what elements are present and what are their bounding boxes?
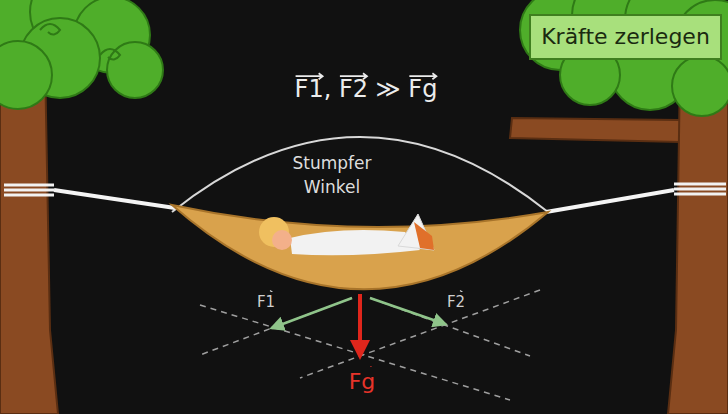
- rope-band: [674, 184, 726, 194]
- title-text: Kräfte zerlegen: [541, 24, 710, 50]
- title-box: Kräfte zerlegen: [529, 14, 722, 60]
- force-vector-f2: [370, 298, 445, 324]
- angle-label: Stumpfer Winkel: [279, 152, 385, 200]
- tree-canopy: [520, 0, 728, 116]
- person-foot-shade: [414, 222, 434, 250]
- force-vector-f1: [272, 298, 352, 328]
- construction-lines: [200, 290, 540, 400]
- rope: [546, 190, 674, 212]
- hammock-cloth: [172, 205, 548, 289]
- force-label: F1: [254, 292, 278, 313]
- force-label: F2: [444, 292, 468, 313]
- person-foot: [398, 214, 434, 250]
- left-tree: [0, 0, 163, 414]
- rope: [54, 190, 175, 208]
- weight-vector: [358, 294, 362, 356]
- tree-canopy: [0, 0, 163, 109]
- person: [259, 214, 434, 255]
- angle-arc: [172, 137, 548, 212]
- person-face: [272, 230, 292, 250]
- force-label: Fg: [346, 367, 379, 398]
- rope-band: [4, 185, 54, 195]
- hammock: [54, 190, 674, 289]
- tree-branch: [510, 118, 680, 142]
- equation: F1, F2 ≫ Fg: [292, 73, 441, 107]
- leaf-swirl: [40, 24, 120, 60]
